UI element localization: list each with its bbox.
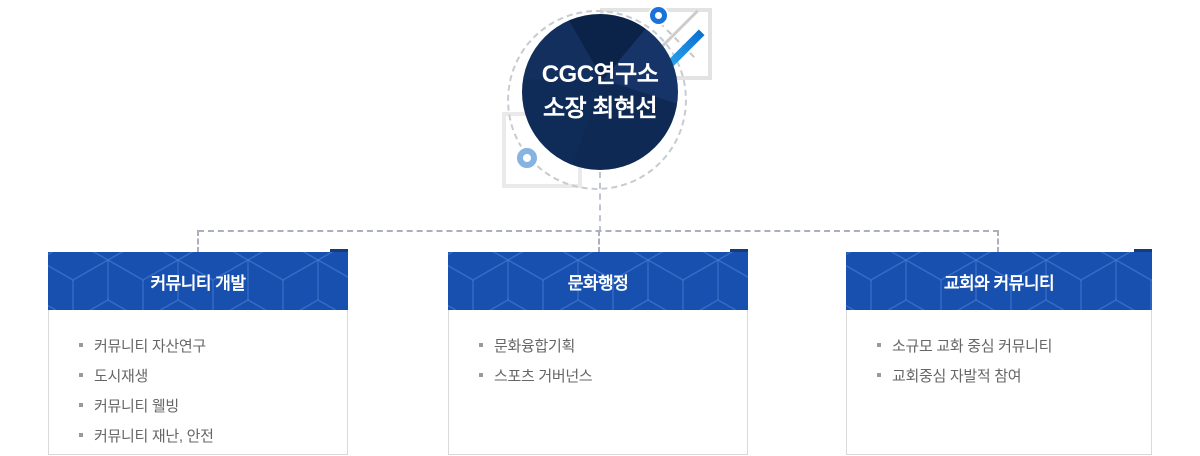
- group-box-church-and-community: 교회와 커뮤니티 소규모 교화 중심 커뮤니티 교회중심 자발적 참여: [846, 249, 1152, 455]
- item-label: 소규모 교화 중심 커뮤니티: [892, 337, 1053, 355]
- bullet-icon: [79, 373, 83, 377]
- item-label: 스포츠 거버넌스: [494, 367, 593, 385]
- list-item: 교회중심 자발적 참여: [877, 360, 1135, 390]
- group-header: 문화행정: [448, 249, 748, 310]
- list-item: 문화융합기획: [479, 330, 731, 360]
- bullet-icon: [479, 373, 483, 377]
- node-marker-icon: [517, 148, 537, 168]
- group-body: 커뮤니티 자산연구 도시재생 커뮤니티 웰빙 커뮤니티 재난, 안전: [48, 310, 348, 455]
- root-node-circle: CGC연구소 소장 최현선: [522, 14, 678, 170]
- connector-stub: [598, 230, 600, 253]
- group-box-cultural-administration: 문화행정 문화융합기획 스포츠 거버넌스: [448, 249, 748, 455]
- list-item: 도시재생: [79, 360, 331, 390]
- group-title: 문화행정: [567, 273, 629, 293]
- bullet-icon: [79, 403, 83, 407]
- header-corner-notch: [330, 249, 348, 252]
- item-label: 도시재생: [94, 367, 149, 385]
- item-label: 교회중심 자발적 참여: [892, 367, 1022, 385]
- group-header: 교회와 커뮤니티: [846, 249, 1152, 310]
- item-label: 커뮤니티 자산연구: [94, 337, 206, 355]
- group-title: 커뮤니티 개발: [150, 273, 246, 293]
- item-label: 문화융합기획: [494, 337, 576, 355]
- list-item: 스포츠 거버넌스: [479, 360, 731, 390]
- root-title-line2: 소장 최현선: [542, 95, 658, 122]
- item-label: 커뮤니티 재난, 안전: [94, 427, 214, 445]
- group-body: 소규모 교화 중심 커뮤니티 교회중심 자발적 참여: [846, 310, 1152, 455]
- group-box-community-development: 커뮤니티 개발 커뮤니티 자산연구 도시재생 커뮤니티 웰빙 커뮤니티 재난, …: [48, 249, 348, 455]
- connector-vertical-root: [599, 172, 601, 232]
- dashed-ring: [507, 10, 687, 190]
- list-item: 커뮤니티 웰빙: [79, 390, 331, 420]
- bullet-icon: [79, 343, 83, 347]
- header-corner-notch: [1134, 249, 1152, 252]
- group-header: 커뮤니티 개발: [48, 249, 348, 310]
- list-item: 커뮤니티 재난, 안전: [79, 420, 331, 450]
- connector-stub: [197, 230, 199, 253]
- bullet-icon: [877, 343, 881, 347]
- list-item: 소규모 교화 중심 커뮤니티: [877, 330, 1135, 360]
- connector-stub: [997, 230, 999, 253]
- bullet-icon: [877, 373, 881, 377]
- node-marker-icon: [650, 7, 667, 24]
- list-item: 커뮤니티 자산연구: [79, 330, 331, 360]
- group-title: 교회와 커뮤니티: [943, 273, 1055, 293]
- header-corner-notch: [730, 249, 748, 252]
- root-title-line1: CGC연구소: [541, 61, 659, 88]
- bullet-icon: [479, 343, 483, 347]
- group-body: 문화융합기획 스포츠 거버넌스: [448, 310, 748, 455]
- item-label: 커뮤니티 웰빙: [94, 397, 179, 415]
- bullet-icon: [79, 433, 83, 437]
